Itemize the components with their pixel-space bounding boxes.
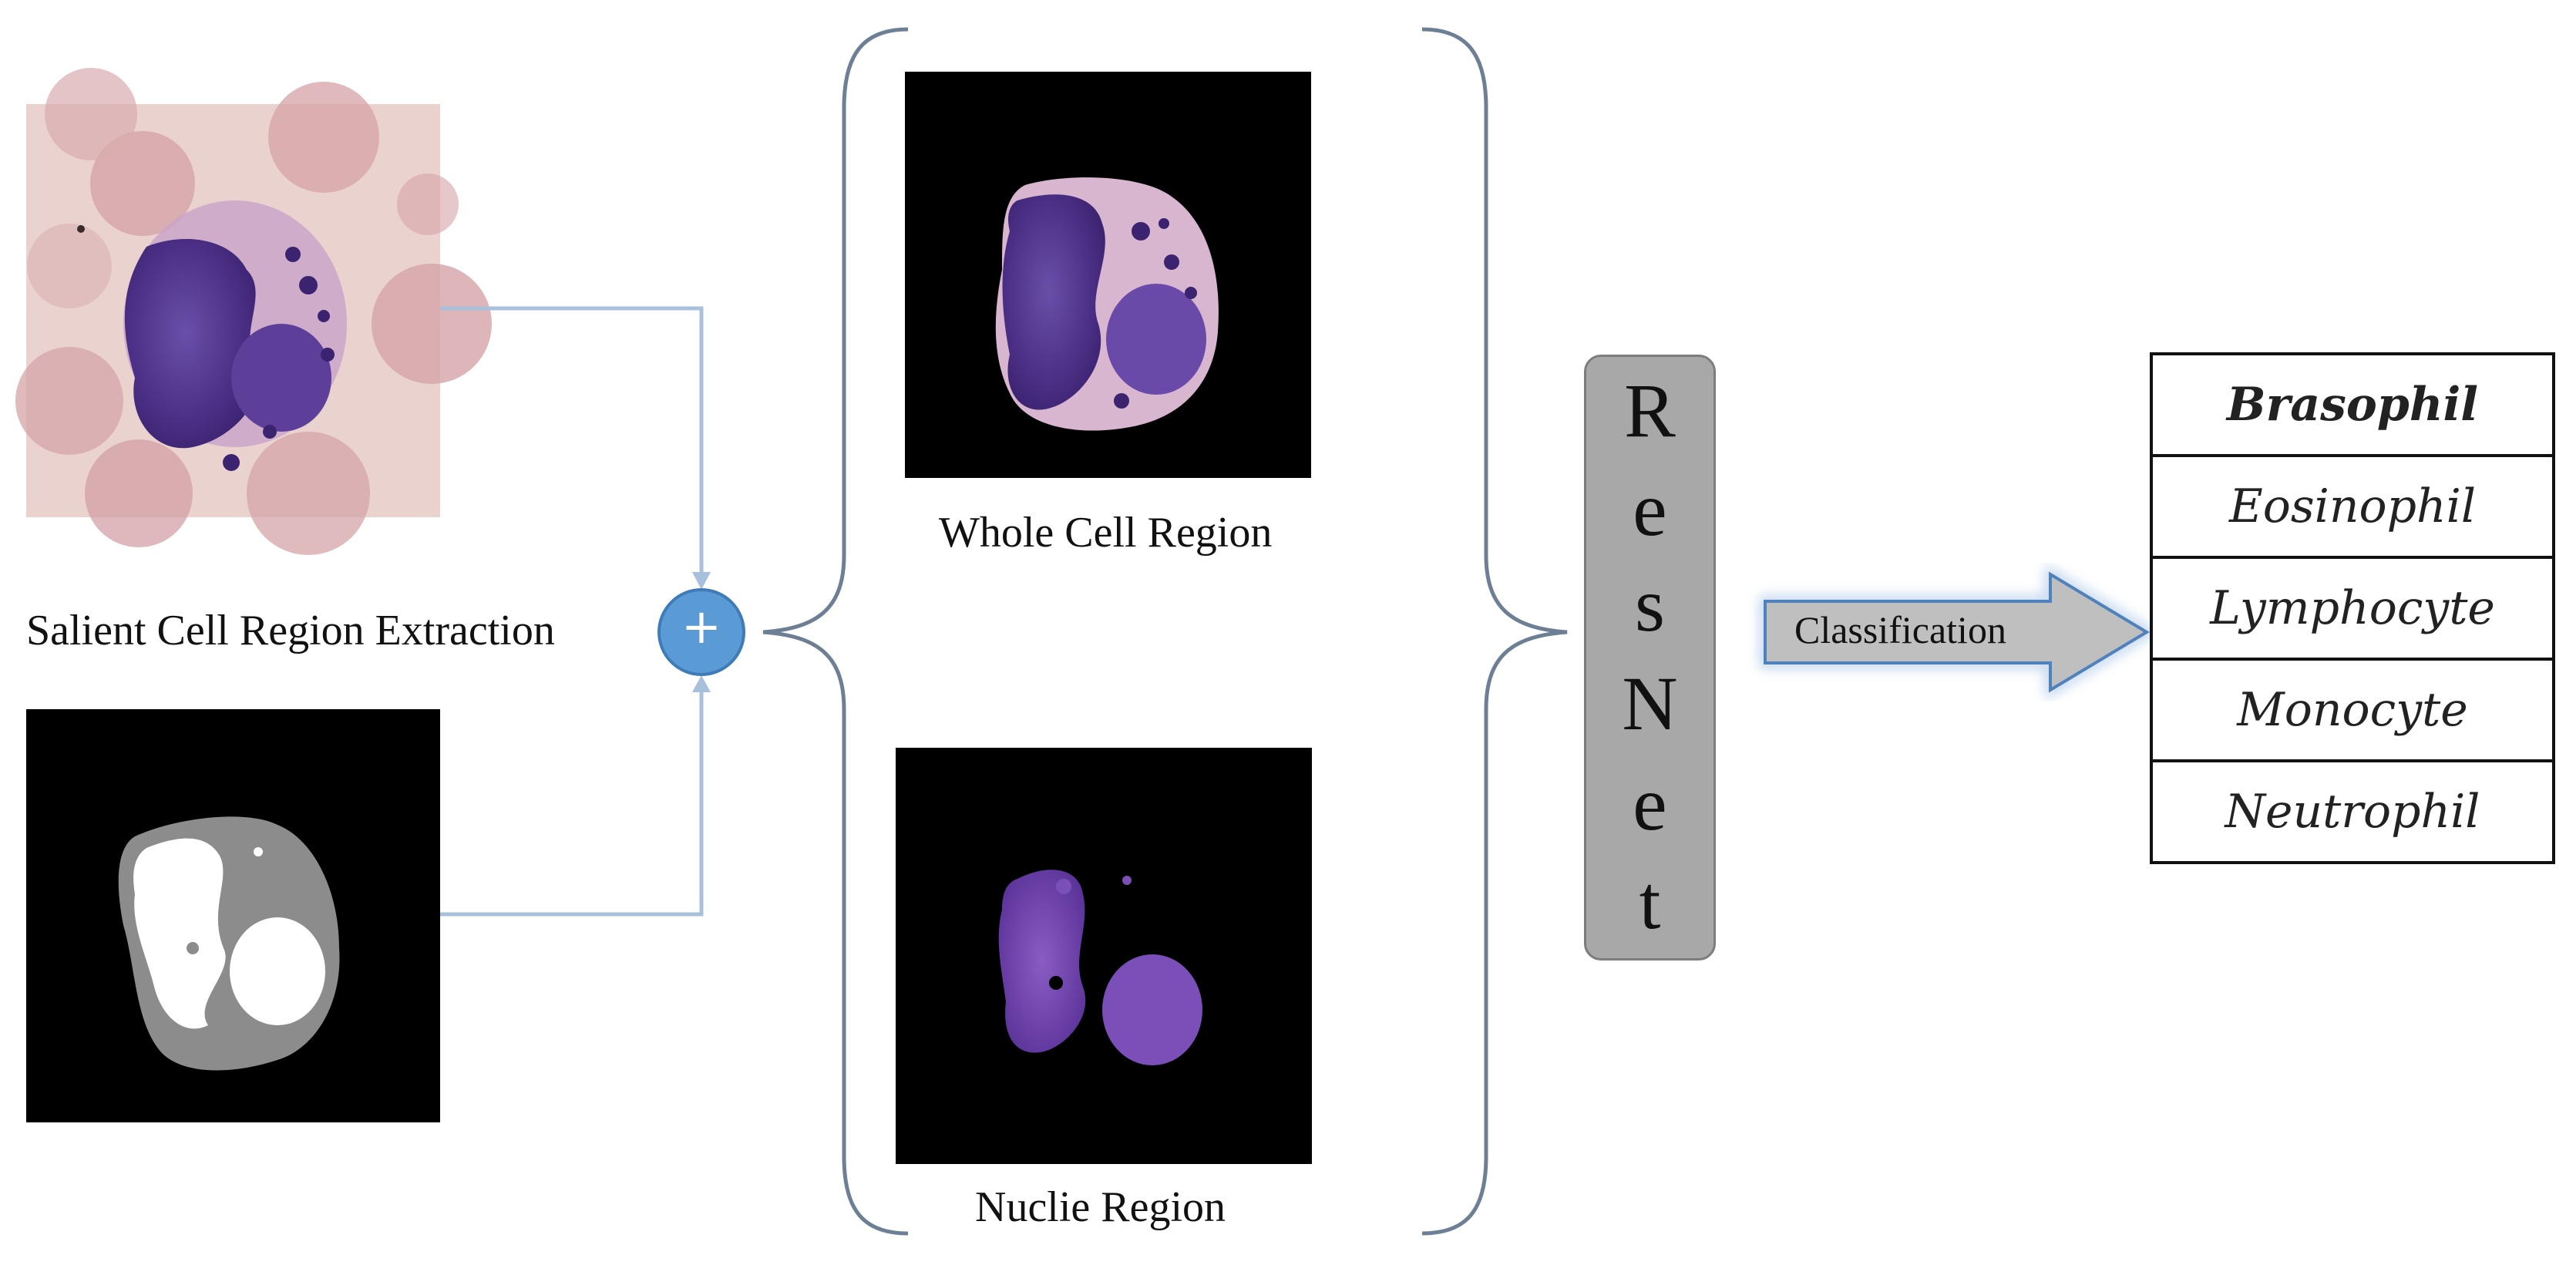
resnet-letter: t xyxy=(1639,860,1661,945)
resnet-letter: R xyxy=(1624,368,1676,453)
blood-smear-image xyxy=(15,68,492,555)
connector-top xyxy=(440,306,704,574)
resnet-letter: e xyxy=(1633,761,1667,846)
whole-cell-region-image xyxy=(905,72,1311,478)
arrowhead-top xyxy=(692,572,711,590)
class-item: Neutrophil xyxy=(2153,759,2552,861)
class-item: Monocyte xyxy=(2153,658,2552,759)
class-item: Lymphocyte xyxy=(2153,556,2552,658)
arrowhead-bottom xyxy=(692,675,711,692)
nuclei-label: Nuclie Region xyxy=(975,1183,1226,1231)
class-item: Brasophil xyxy=(2226,378,2479,432)
right-brace xyxy=(1421,27,1568,1236)
classification-arrow xyxy=(1764,571,2150,693)
class-item: Eosinophil xyxy=(2153,454,2552,556)
resnet-letter: s xyxy=(1635,562,1665,648)
resnet-letter: e xyxy=(1633,466,1667,552)
connector-bottom xyxy=(440,690,704,917)
resnet-block: R e s N e t xyxy=(1584,355,1716,961)
plus-glyph: + xyxy=(681,598,721,654)
extraction-label: Salient Cell Region Extraction xyxy=(26,607,555,654)
nuclei-region-image xyxy=(896,748,1312,1164)
left-brace xyxy=(762,27,909,1236)
classification-label: Classification xyxy=(1794,608,2006,651)
whole-cell-label: Whole Cell Region xyxy=(939,509,1273,557)
segmentation-mask-image xyxy=(26,709,440,1122)
combine-plus-node xyxy=(657,588,745,676)
resnet-letter: N xyxy=(1622,661,1678,746)
connectors xyxy=(440,306,704,917)
class-list: Brasophil Eosinophil Lymphocyte Monocyte… xyxy=(2150,352,2555,864)
